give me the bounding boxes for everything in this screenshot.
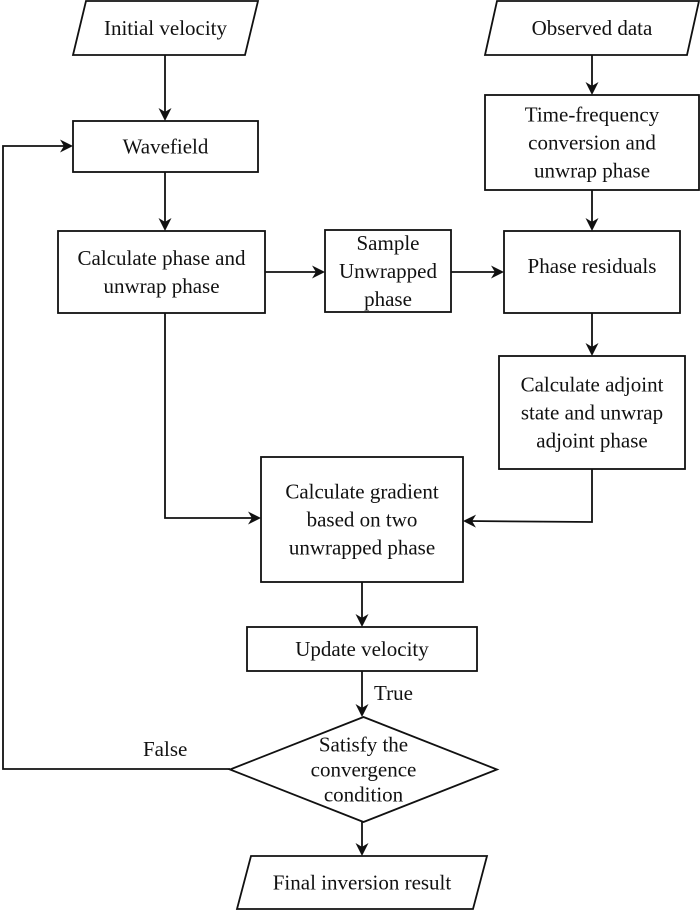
edge-wavefield-to-calc-phase <box>158 172 172 231</box>
node-label-line: Sample <box>357 231 420 255</box>
node-adjoint: Calculate adjoint state and unwrap adjoint… <box>498 355 686 470</box>
node-label-line: Calculate phase and <box>78 246 246 270</box>
rect-shape <box>484 94 700 191</box>
edge-convergence-to-final <box>355 822 369 856</box>
diamond-shape <box>227 716 500 823</box>
edge-line <box>466 469 593 523</box>
edge-calc-phase-to-gradient <box>164 313 261 525</box>
edge-timefreq-to-residuals <box>585 190 599 231</box>
node-label-line: unwrap phase <box>534 159 650 183</box>
node-label-line: Time-frequency <box>525 103 660 127</box>
node-initial-velocity: Initial velocity <box>71 0 260 56</box>
parallelogram-shape <box>483 0 700 56</box>
edge-sample-to-residuals <box>451 265 504 279</box>
node-label-line: Observed data <box>532 16 653 40</box>
node-label-line: unwrapped phase <box>289 536 435 560</box>
node-label-line: Phase residuals <box>528 254 657 278</box>
node-label-line: Initial velocity <box>104 16 228 40</box>
arrowhead-icon <box>463 514 477 528</box>
rect-shape <box>72 120 259 173</box>
arrowhead-icon <box>60 139 73 153</box>
arrowhead-icon <box>355 614 369 627</box>
node-label-line: Calculate gradient <box>285 480 439 504</box>
node-label-line: Update velocity <box>295 637 429 661</box>
node-update-velocity: Update velocity <box>246 626 478 672</box>
arrowhead-icon <box>248 511 261 525</box>
node-phase-residuals: Phase residuals <box>503 230 681 314</box>
rect-shape <box>503 230 681 314</box>
node-observed-data: Observed data <box>483 0 700 56</box>
arrowhead-icon <box>355 843 369 856</box>
edge-labels-layer: True False <box>143 681 413 761</box>
edge-label-true: True <box>374 681 413 705</box>
edge-line <box>2 145 230 770</box>
node-label-line: convergence <box>311 758 417 782</box>
edge-calc-phase-to-sample <box>265 265 325 279</box>
rect-shape <box>57 230 266 314</box>
arrowhead-icon <box>158 218 172 231</box>
rect-shape <box>498 355 686 470</box>
node-label-line: Unwrapped <box>339 259 437 283</box>
node-label-line: Final inversion result <box>273 871 452 895</box>
edge-observed-to-timefreq <box>585 55 599 95</box>
edge-label-false: False <box>143 737 187 761</box>
arrowhead-icon <box>585 218 599 231</box>
node-label-line: state and unwrap <box>521 401 663 425</box>
arrowhead-icon <box>158 108 172 121</box>
node-label-line: adjoint phase <box>536 429 647 453</box>
rect-shape <box>260 456 464 583</box>
edge-line <box>164 313 257 519</box>
node-label-line: Calculate adjoint <box>521 373 664 397</box>
node-label-line: condition <box>324 783 404 807</box>
node-time-frequency: Time-frequency conversion and unwrap phase <box>484 94 700 191</box>
node-label-line: Satisfy the <box>319 733 408 757</box>
node-label-line: unwrap phase <box>103 274 219 298</box>
parallelogram-shape <box>71 0 260 56</box>
edges-layer <box>2 55 599 856</box>
parallelogram-shape <box>235 855 489 910</box>
node-wavefield: Wavefield <box>72 120 259 173</box>
node-label-line: based on two <box>307 508 418 532</box>
arrowhead-icon <box>585 343 599 356</box>
arrowhead-icon <box>585 82 599 95</box>
edge-gradient-to-update <box>355 582 369 627</box>
rect-shape <box>324 229 452 313</box>
edge-update-to-convergence <box>355 671 369 717</box>
rect-shape <box>246 626 478 672</box>
edge-convergence-false-to-wavefield <box>2 139 230 770</box>
node-label-line: phase <box>364 287 412 311</box>
node-calc-phase: Calculate phase and unwrap phase <box>57 230 266 314</box>
edge-residuals-to-adjoint <box>585 313 599 356</box>
edge-initial-to-wavefield <box>158 55 172 121</box>
node-label-line: conversion and <box>528 131 656 155</box>
arrowhead-icon <box>312 265 325 279</box>
edge-adjoint-to-gradient <box>463 469 593 528</box>
node-label-line: Wavefield <box>123 135 209 159</box>
arrowhead-icon <box>491 265 504 279</box>
arrowhead-icon <box>355 704 369 717</box>
node-gradient: Calculate gradient based on two unwrapped … <box>260 456 464 583</box>
node-final-result: Final inversion result <box>235 855 489 910</box>
